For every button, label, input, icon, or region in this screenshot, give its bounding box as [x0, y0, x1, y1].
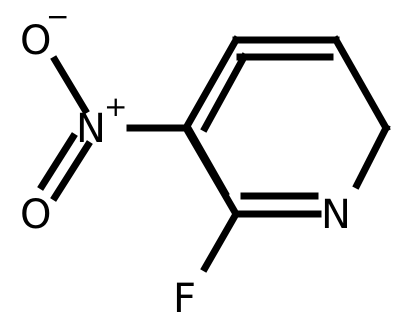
bond-nitro-n-o-bottom-a [50, 140, 93, 202]
bond-c3-c4 [181, 35, 241, 133]
nitro-oxygen-top-label: O [20, 18, 51, 64]
nitro-nitrogen-label: N [76, 106, 106, 152]
fluorine-label: F [173, 276, 196, 322]
nitro-oxygen-bottom-label: O [20, 192, 51, 238]
bond-nitro-n-o-top [50, 55, 90, 115]
bond-c3-c4-inner [200, 52, 249, 133]
nitro-oxygen-top-charge: − [46, 0, 69, 33]
bond-c5-c6 [331, 35, 391, 133]
bond-c2-c3-inner [183, 123, 230, 198]
ring-nitrogen-label: N [321, 192, 351, 238]
bond-c6-n1 [352, 123, 391, 190]
bond-c2-f [200, 209, 241, 273]
nitro-nitrogen-charge: + [104, 90, 127, 123]
bond-nitro-n-o-bottom-b [37, 132, 78, 191]
